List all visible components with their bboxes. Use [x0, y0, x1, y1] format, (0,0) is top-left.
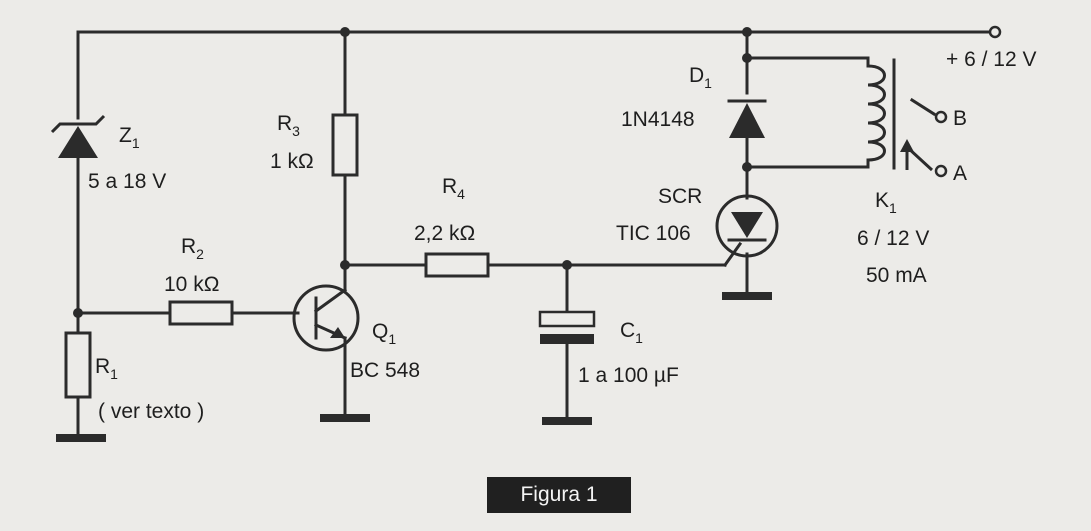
r4-ref-label: R4	[442, 175, 465, 202]
c1-capacitor	[538, 310, 596, 344]
scr-value-label: TIC 106	[616, 222, 691, 245]
supply-voltage-label: + 6 / 12 V	[946, 48, 1036, 71]
r4-value-label: 2,2 kΩ	[414, 222, 475, 245]
q1-body	[292, 284, 360, 352]
ground-symbol	[56, 434, 106, 442]
q1-collector-lead	[313, 287, 348, 314]
r1-value-label: ( ver texto )	[98, 400, 204, 423]
r4-resistor	[424, 252, 490, 278]
scr-body	[715, 194, 779, 258]
junction-dot	[340, 260, 350, 270]
junction-dot	[562, 260, 572, 270]
junction-dot	[73, 308, 83, 318]
supply-terminal	[988, 25, 1002, 39]
r3-value-label: 1 kΩ	[270, 150, 314, 173]
relay-coil	[867, 64, 886, 162]
q1-transistor	[292, 284, 360, 352]
relay-switch-arm	[909, 97, 937, 117]
junction-dot	[742, 27, 752, 37]
q1-emitter-arrow	[330, 327, 345, 338]
ground-symbol	[320, 414, 370, 422]
relay-arrow	[900, 139, 914, 152]
d1-diode	[727, 99, 767, 138]
junction-dot	[340, 27, 350, 37]
junction-dot	[742, 53, 752, 63]
r3-resistor	[331, 113, 359, 177]
d1-ref-label: D1	[689, 64, 712, 91]
zener-diode	[50, 114, 106, 158]
q1-value-label: BC 548	[350, 359, 420, 382]
contact-a-terminal	[934, 164, 948, 178]
k1-ref-label: K1	[875, 189, 897, 216]
c1-ref-label: C1	[620, 319, 643, 346]
z1-ref-label: Z1	[119, 124, 140, 151]
scr-gate-lead	[722, 241, 743, 268]
ground-symbol	[542, 417, 592, 425]
d1-value-label: 1N4148	[621, 108, 695, 131]
r1-resistor	[64, 331, 92, 399]
r3-ref-label: R3	[277, 112, 300, 139]
z1-value-label: 5 a 18 V	[88, 170, 166, 193]
k1-relay	[867, 58, 948, 178]
scr-ref-label: SCR	[658, 185, 702, 208]
contact-b-label: B	[953, 107, 967, 130]
contact-b-terminal	[934, 110, 948, 124]
r2-resistor	[168, 300, 234, 326]
k1-voltage-label: 6 / 12 V	[857, 227, 929, 250]
ground-symbol	[722, 292, 772, 300]
scr-thyristor	[715, 194, 779, 268]
figure-caption: Figura 1	[487, 477, 631, 513]
c1-value-label: 1 a 100 µF	[578, 364, 679, 387]
junction-dot	[742, 162, 752, 172]
zener-triangle	[58, 126, 98, 158]
c1-negative-plate	[540, 334, 594, 344]
k1-current-label: 50 mA	[866, 264, 927, 287]
wires	[76, 30, 992, 439]
d1-triangle	[729, 103, 765, 138]
zener-bar	[50, 114, 106, 134]
c1-positive-plate	[538, 310, 596, 328]
r1-ref-label: R1	[95, 355, 118, 382]
r2-ref-label: R2	[181, 235, 204, 262]
contact-a-label: A	[953, 162, 967, 185]
q1-ref-label: Q1	[372, 320, 396, 347]
r2-value-label: 10 kΩ	[164, 273, 219, 296]
scr-triangle	[731, 212, 763, 238]
junctions	[73, 27, 752, 318]
